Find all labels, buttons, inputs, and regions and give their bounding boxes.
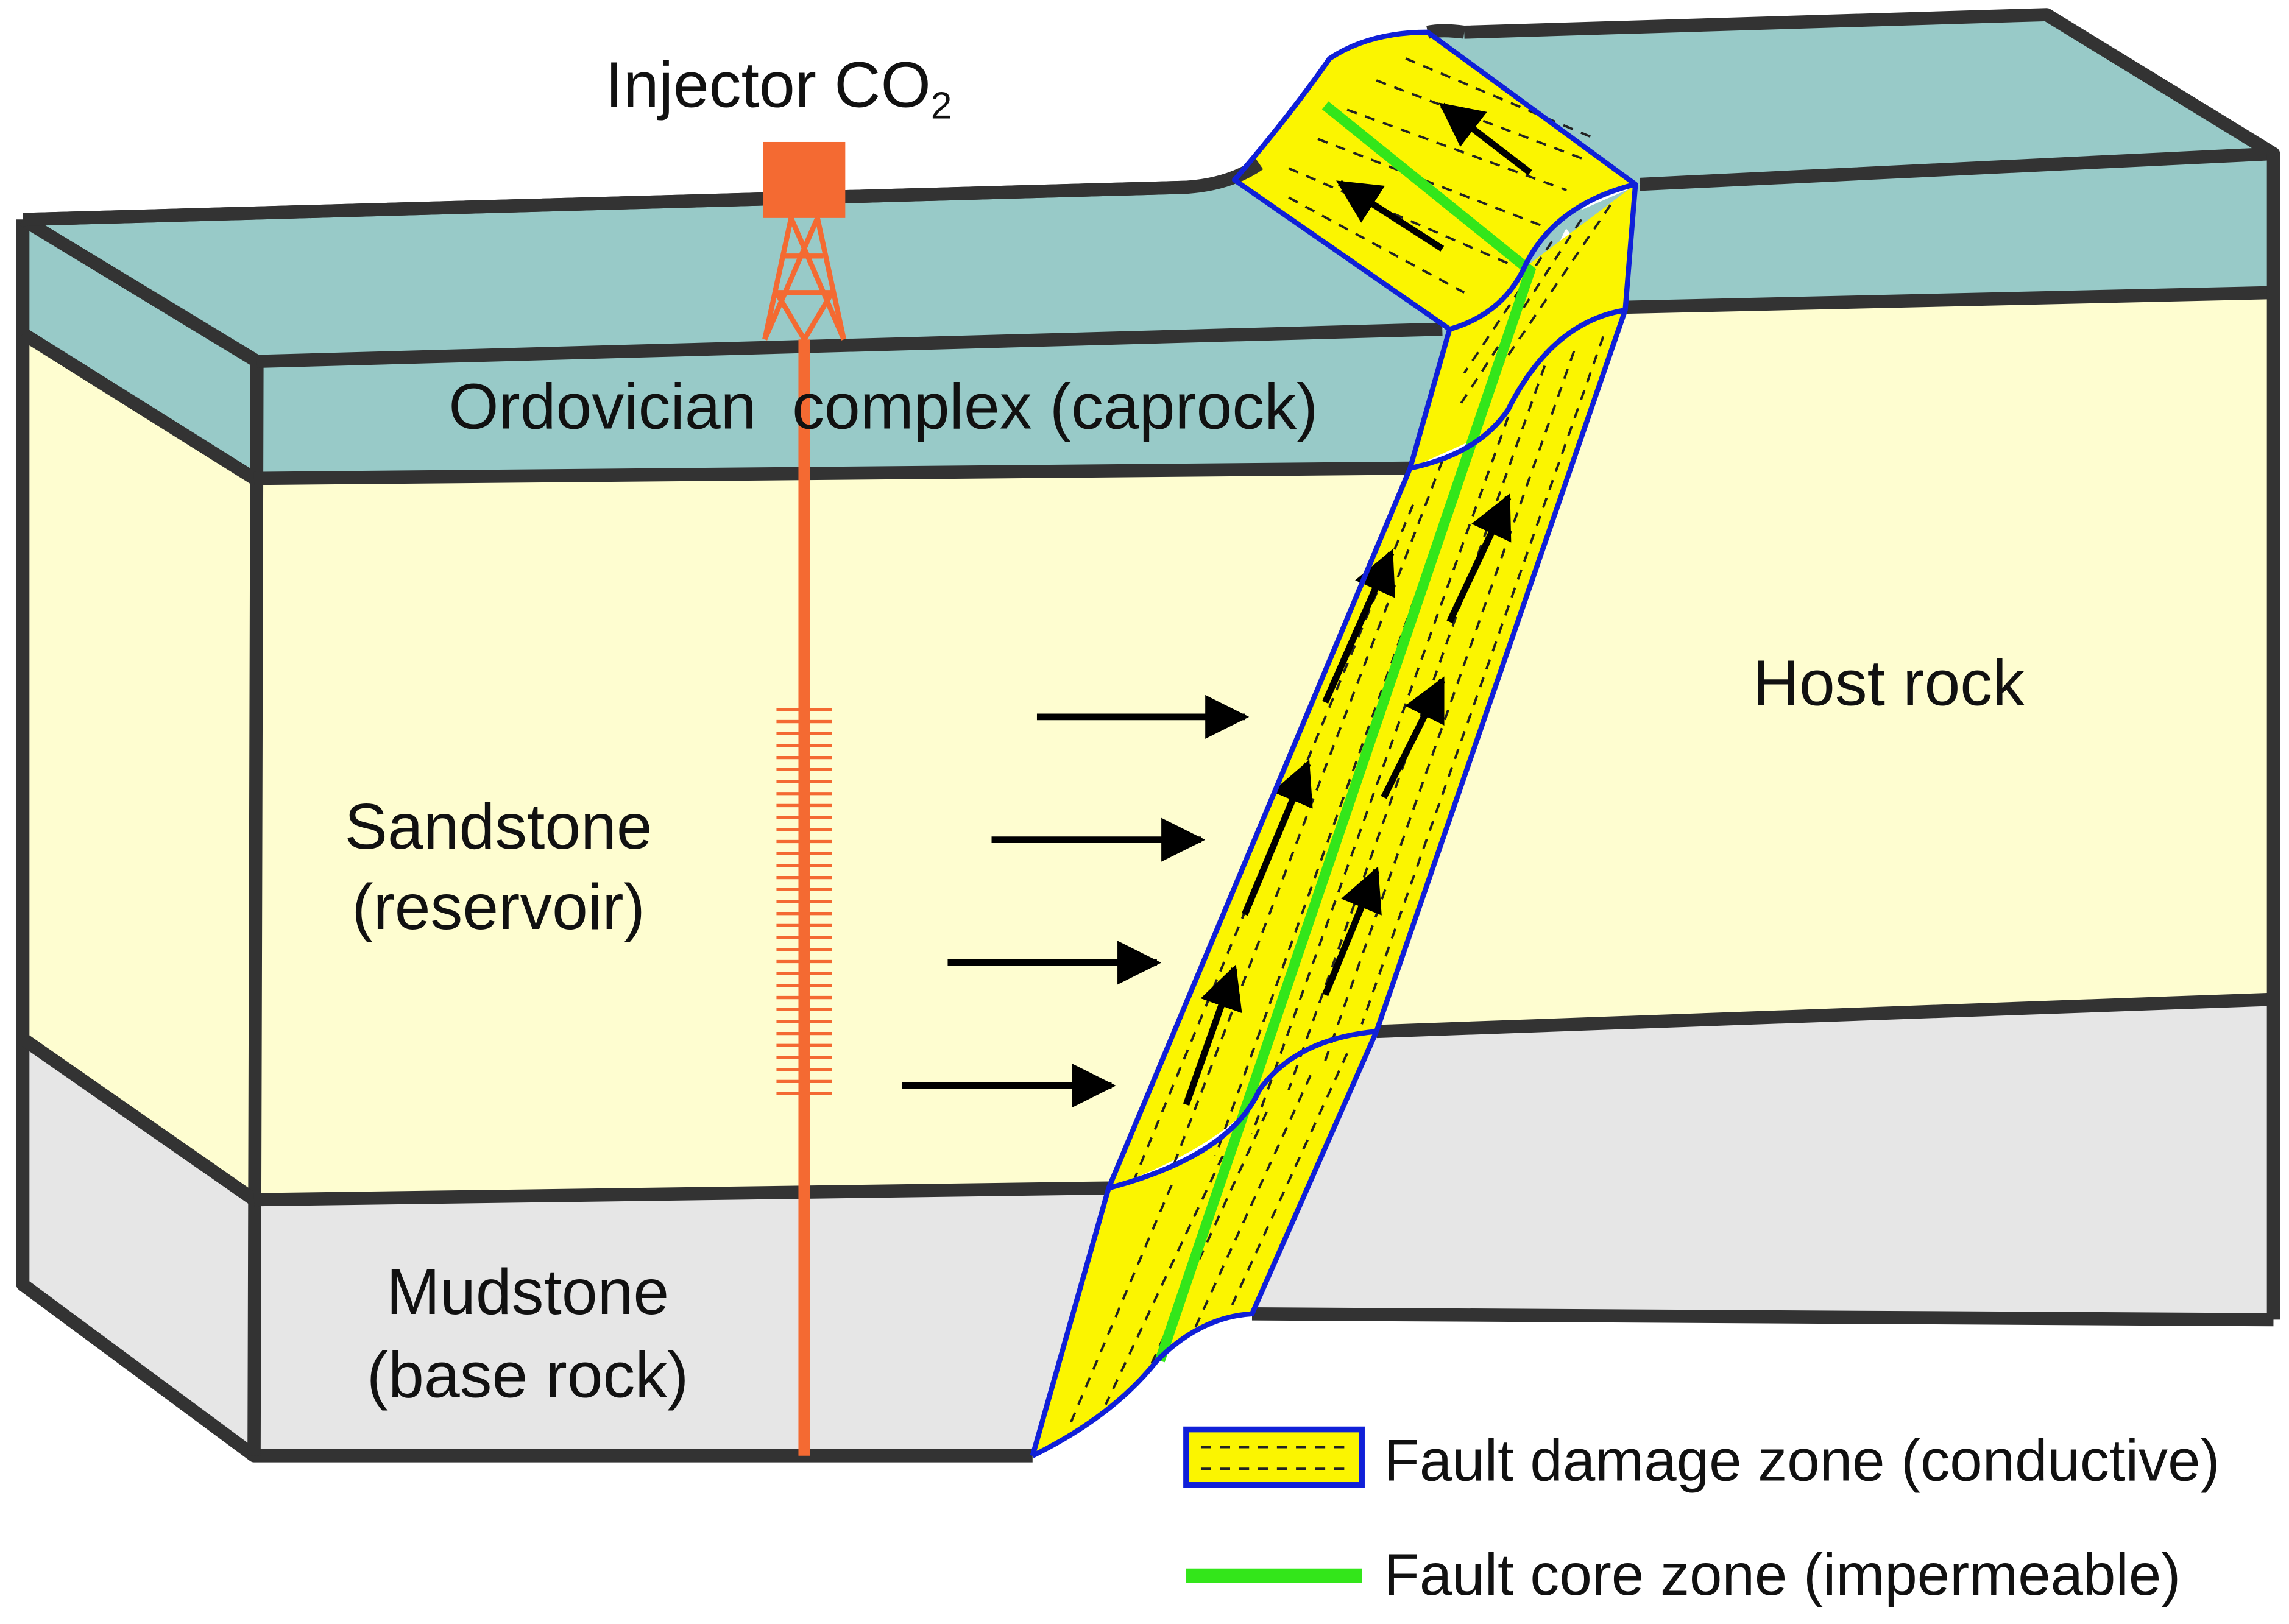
fault-flow-arrows [1183, 102, 1532, 1106]
front-reservoir [254, 468, 1410, 1200]
injector-well [762, 141, 847, 1456]
derrick [762, 217, 847, 345]
block-outlines [16, 8, 2280, 1463]
legend-core-label: Fault core zone (impermeable) [1384, 1542, 2181, 1608]
left-side-reservoir [23, 333, 255, 1200]
caprock-label: Ordovician complex (caprock) [448, 371, 1318, 443]
front-caprock [254, 325, 1457, 479]
right-base [1252, 999, 2274, 1320]
flow-arrow [1381, 676, 1446, 799]
reservoir-label-line2: (reservoir) [352, 871, 645, 943]
right-reservoir [1376, 292, 2274, 1032]
base-label-line1: Mudstone [386, 1256, 669, 1328]
reservoir-label-line1: Sandstone [344, 791, 652, 863]
flow-arrow [1446, 493, 1512, 624]
left-top-surface [23, 15, 2274, 362]
legend-damage-swatch [1183, 1426, 1365, 1488]
left-side-caprock [23, 219, 257, 479]
flow-arrow [1438, 102, 1532, 175]
fault-outline [1030, 29, 1638, 1458]
fault-core-line [1155, 101, 1537, 1363]
flow-arrow [1242, 760, 1313, 916]
fault-zone [1032, 32, 1636, 1456]
legend-damage-label: Fault damage zone (conductive) [1384, 1428, 2220, 1494]
front-base [254, 1188, 1109, 1456]
legend: Fault damage zone (conductive) Fault cor… [1183, 1426, 2220, 1608]
host-rock-label: Host rock [1753, 648, 2025, 719]
flow-arrow [1322, 549, 1395, 704]
injector-head [763, 141, 846, 218]
perforations [776, 708, 832, 1095]
flow-arrow [1336, 180, 1445, 252]
base-label-line2: (base rock) [367, 1340, 688, 1411]
flow-arrow [1322, 866, 1382, 997]
injector-label: Injector CO2 [605, 49, 952, 127]
injector-label-main: Injector CO [605, 49, 930, 121]
injector-label-sub: 2 [931, 85, 952, 127]
inflow-arrows [902, 694, 1250, 1108]
right-caprock [1559, 154, 2274, 308]
flow-arrow [1183, 964, 1242, 1106]
left-side-base [23, 1039, 255, 1456]
